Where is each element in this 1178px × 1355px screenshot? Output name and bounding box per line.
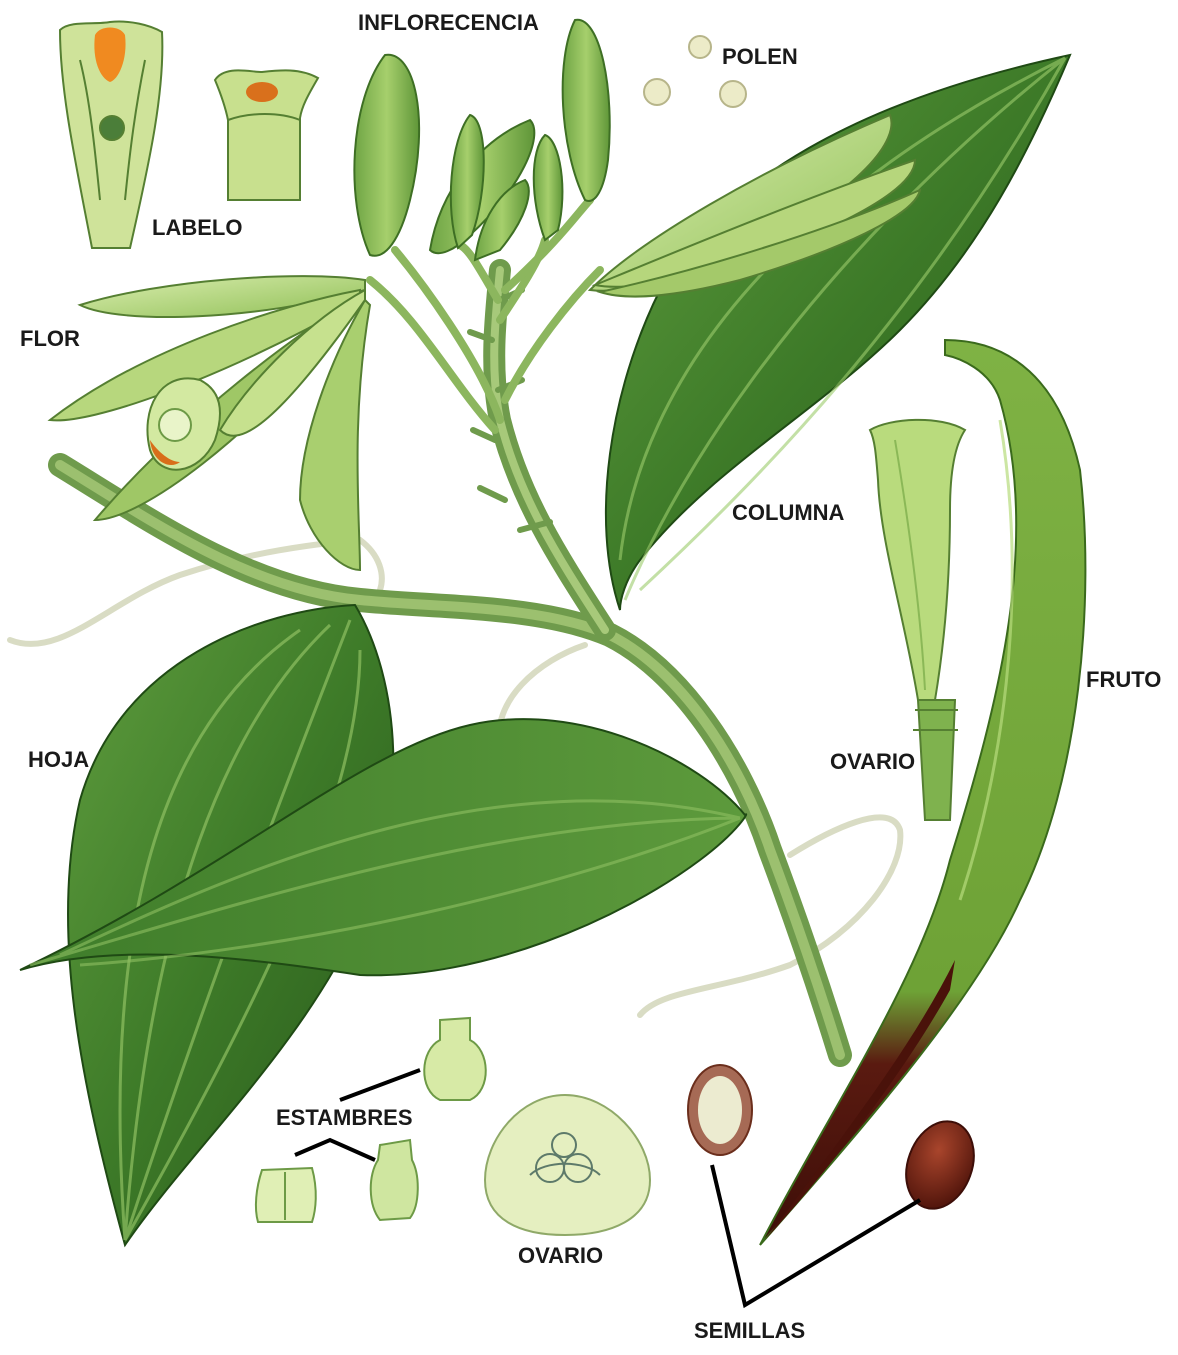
flower-open-left <box>50 276 370 570</box>
ovary-cross-section <box>485 1095 650 1235</box>
stamen-detail-left <box>256 1168 316 1222</box>
label-labelo: LABELO <box>152 217 242 239</box>
label-ovario-column: OVARIO <box>830 751 915 773</box>
stamen-detail-right <box>371 1140 418 1220</box>
labellum-detail-open <box>60 22 162 248</box>
seed-section <box>688 1065 752 1155</box>
seed-whole <box>895 1112 986 1218</box>
label-fruto: FRUTO <box>1086 669 1161 691</box>
labellum-detail-closed <box>215 70 318 200</box>
label-estambres: ESTAMBRES <box>276 1107 413 1129</box>
label-semillas: SEMILLAS <box>694 1320 805 1342</box>
label-ovario-section: OVARIO <box>518 1245 603 1267</box>
label-flor: FLOR <box>20 328 80 350</box>
stamen-detail-top <box>424 1018 486 1100</box>
label-polen: POLEN <box>722 46 798 68</box>
label-columna: COLUMNA <box>732 502 844 524</box>
label-inflorecencia: INFLORECENCIA <box>358 12 539 34</box>
seed-pointer-lines <box>712 1165 920 1305</box>
inflorescence-stalk <box>470 270 605 630</box>
label-hoja: HOJA <box>28 749 89 771</box>
